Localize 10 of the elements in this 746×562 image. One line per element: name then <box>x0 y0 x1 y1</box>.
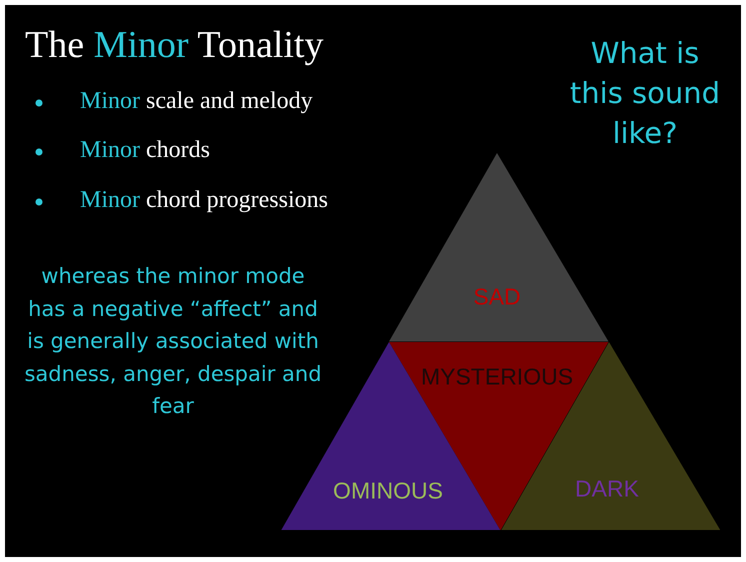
mood-label: SAD <box>473 284 521 310</box>
mood-label: DARK <box>575 476 639 502</box>
mood-label: MYSTERIOUS <box>420 364 574 390</box>
bullet-text: Minor chord progressions <box>80 187 328 214</box>
mood-label: OMINOUS <box>333 478 443 504</box>
handwritten-note: whereas the minor mode has a negative “affect” and is generally associated with sadness, anger, despair and fear <box>23 263 323 420</box>
bullet-text: Minor scale and melody <box>80 88 313 115</box>
slide-title: The Minor Tonality <box>25 23 324 67</box>
bullet-text: Minor chords <box>80 137 210 164</box>
question-text: What is this sound like? <box>568 35 722 152</box>
